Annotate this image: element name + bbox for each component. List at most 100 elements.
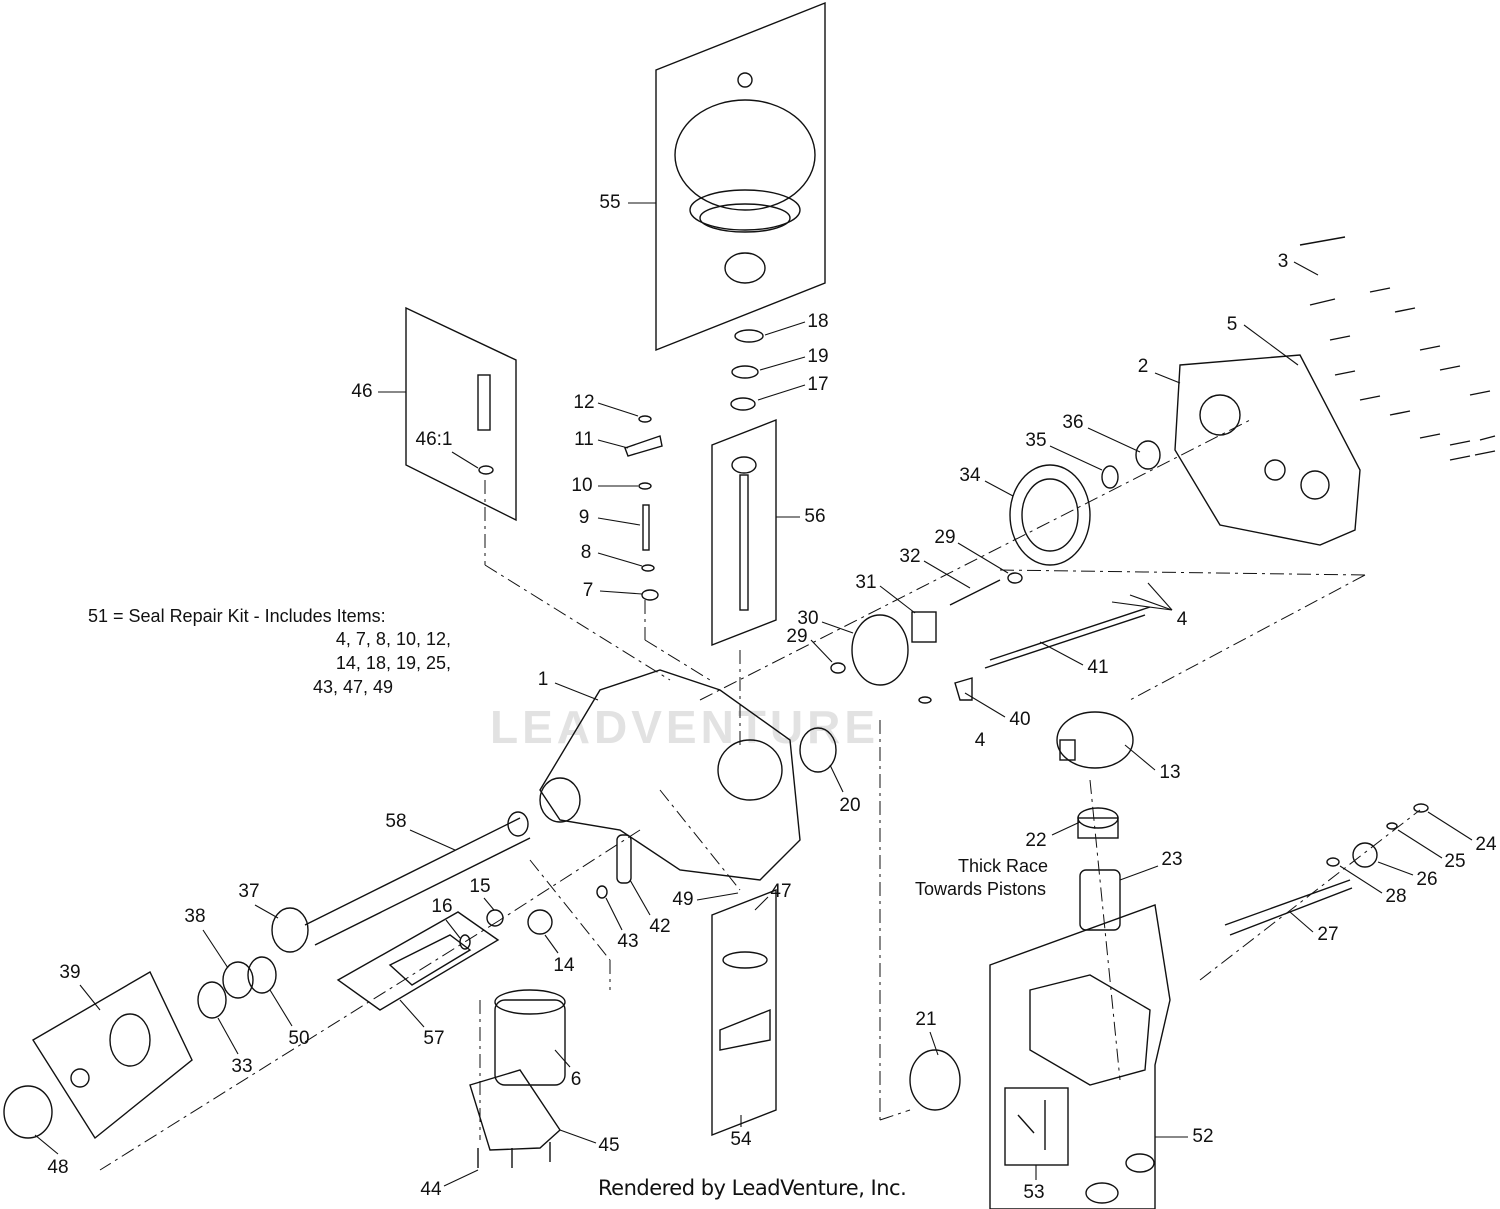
callout-22[interactable]: 22 <box>1025 830 1047 851</box>
output-shaft-27 <box>1224 803 1429 936</box>
callout-34[interactable]: 34 <box>959 465 981 486</box>
callout-48[interactable]: 48 <box>47 1157 69 1178</box>
shaft-41 <box>984 606 1151 669</box>
seal-kit-note-items-3: 43, 47, 49 <box>313 677 394 697</box>
center-section-52 <box>1029 974 1151 1086</box>
callout-17[interactable]: 17 <box>807 374 829 395</box>
callout-4-upper[interactable]: 4 <box>1176 609 1188 630</box>
callout-46-1[interactable]: 46:1 <box>415 429 453 450</box>
seal-kit-note-items-1: 4, 7, 8, 10, 12, <box>335 629 451 649</box>
shift-arm-40 <box>918 677 973 704</box>
sump-54 <box>719 951 771 1051</box>
axle-58 <box>304 811 531 946</box>
callout-5[interactable]: 5 <box>1226 314 1238 335</box>
callout-42[interactable]: 42 <box>649 916 671 937</box>
valve-46 <box>477 374 494 475</box>
callout-11[interactable]: 11 <box>574 429 594 450</box>
input-shaft <box>731 456 757 611</box>
callout-30[interactable]: 30 <box>797 608 819 629</box>
bolts-44 <box>477 1142 551 1168</box>
callout-40[interactable]: 40 <box>1009 709 1031 730</box>
thrust-bearing-22 <box>1077 807 1119 839</box>
callout-24[interactable]: 24 <box>1475 834 1497 855</box>
callout-23[interactable]: 23 <box>1161 849 1183 870</box>
callout-2[interactable]: 2 <box>1137 356 1149 377</box>
callout-3[interactable]: 3 <box>1277 251 1289 272</box>
callout-33[interactable]: 33 <box>231 1056 253 1077</box>
cylinder-block-23 <box>1079 869 1121 931</box>
kit-box-52 <box>989 904 1171 1209</box>
callout-46[interactable]: 46 <box>351 381 373 402</box>
kit-box-39 <box>32 971 193 1140</box>
callout-45[interactable]: 45 <box>598 1135 620 1156</box>
callout-53[interactable]: 53 <box>1023 1182 1045 1203</box>
gears-30-31-32 <box>830 572 1023 686</box>
callout-14[interactable]: 14 <box>553 955 575 976</box>
callout-35[interactable]: 35 <box>1025 430 1047 451</box>
callout-44[interactable]: 44 <box>420 1179 442 1200</box>
callout-54[interactable]: 54 <box>730 1129 752 1150</box>
callout-16[interactable]: 16 <box>431 896 453 917</box>
callout-20[interactable]: 20 <box>839 795 861 816</box>
callout-31[interactable]: 31 <box>855 572 877 593</box>
callout-29-upper[interactable]: 29 <box>934 527 956 548</box>
callout-19[interactable]: 19 <box>807 346 829 367</box>
callout-12[interactable]: 12 <box>573 392 595 413</box>
callout-27[interactable]: 27 <box>1317 924 1339 945</box>
kit-box-53 <box>1004 1087 1069 1166</box>
swashplate-13 <box>1056 711 1134 769</box>
callout-57[interactable]: 57 <box>423 1028 445 1049</box>
callout-7[interactable]: 7 <box>582 580 594 601</box>
callout-32[interactable]: 32 <box>899 546 921 567</box>
seal-kit-note-items-2: 14, 18, 19, 25, <box>335 653 451 673</box>
gear-34 <box>1009 464 1091 566</box>
kit-box-57 <box>336 911 500 1011</box>
callout-10[interactable]: 10 <box>571 475 593 496</box>
plate-57 <box>388 934 472 986</box>
callout-49[interactable]: 49 <box>672 889 694 910</box>
callout-36[interactable]: 36 <box>1062 412 1084 433</box>
callout-52[interactable]: 52 <box>1192 1126 1214 1147</box>
callout-37[interactable]: 37 <box>238 881 260 902</box>
callout-29-lower[interactable]: 29 <box>786 626 808 647</box>
callout-9[interactable]: 9 <box>578 507 590 528</box>
callout-58[interactable]: 58 <box>385 811 407 832</box>
kit-box-54 <box>711 888 777 1137</box>
callout-4-lower[interactable]: 4 <box>974 730 986 751</box>
bolts-3 <box>1299 236 1496 461</box>
callout-38[interactable]: 38 <box>184 906 206 927</box>
leader-lines <box>34 202 1473 1187</box>
callout-25[interactable]: 25 <box>1444 851 1466 872</box>
guard-45 <box>469 1069 561 1151</box>
fan-pulley-assembly <box>674 72 816 284</box>
thick-race-note-2: Towards Pistons <box>914 879 1046 899</box>
bearings-35-36 <box>1101 440 1161 489</box>
cap-48 <box>3 1085 53 1139</box>
kit-box-56 <box>711 418 777 647</box>
callout-55[interactable]: 55 <box>599 192 621 213</box>
thick-race-note-1: Thick Race <box>957 856 1048 876</box>
callout-39[interactable]: 39 <box>59 962 81 983</box>
render-credit: Rendered by LeadVenture, Inc. <box>598 1176 907 1200</box>
callout-56[interactable]: 56 <box>804 506 826 527</box>
small-rings-stack <box>624 329 764 601</box>
valves-53 <box>1017 1100 1155 1204</box>
watermark: LEADVENTURE <box>490 701 880 753</box>
callout-50[interactable]: 50 <box>288 1028 310 1049</box>
callout-18[interactable]: 18 <box>807 311 829 332</box>
callout-13[interactable]: 13 <box>1159 762 1181 783</box>
callout-28[interactable]: 28 <box>1385 886 1407 907</box>
callout-41[interactable]: 41 <box>1087 657 1109 678</box>
side-cover-2 <box>1174 354 1361 546</box>
callout-21[interactable]: 21 <box>915 1009 937 1030</box>
callout-26[interactable]: 26 <box>1416 869 1438 890</box>
motor-block-21 <box>909 1049 961 1111</box>
callout-47[interactable]: 47 <box>770 881 792 902</box>
callout-43[interactable]: 43 <box>617 931 639 952</box>
callout-8[interactable]: 8 <box>580 542 592 563</box>
kit-box-46 <box>405 306 517 522</box>
callout-1[interactable]: 1 <box>537 669 549 690</box>
callout-15[interactable]: 15 <box>469 876 491 897</box>
callout-6[interactable]: 6 <box>570 1069 582 1090</box>
